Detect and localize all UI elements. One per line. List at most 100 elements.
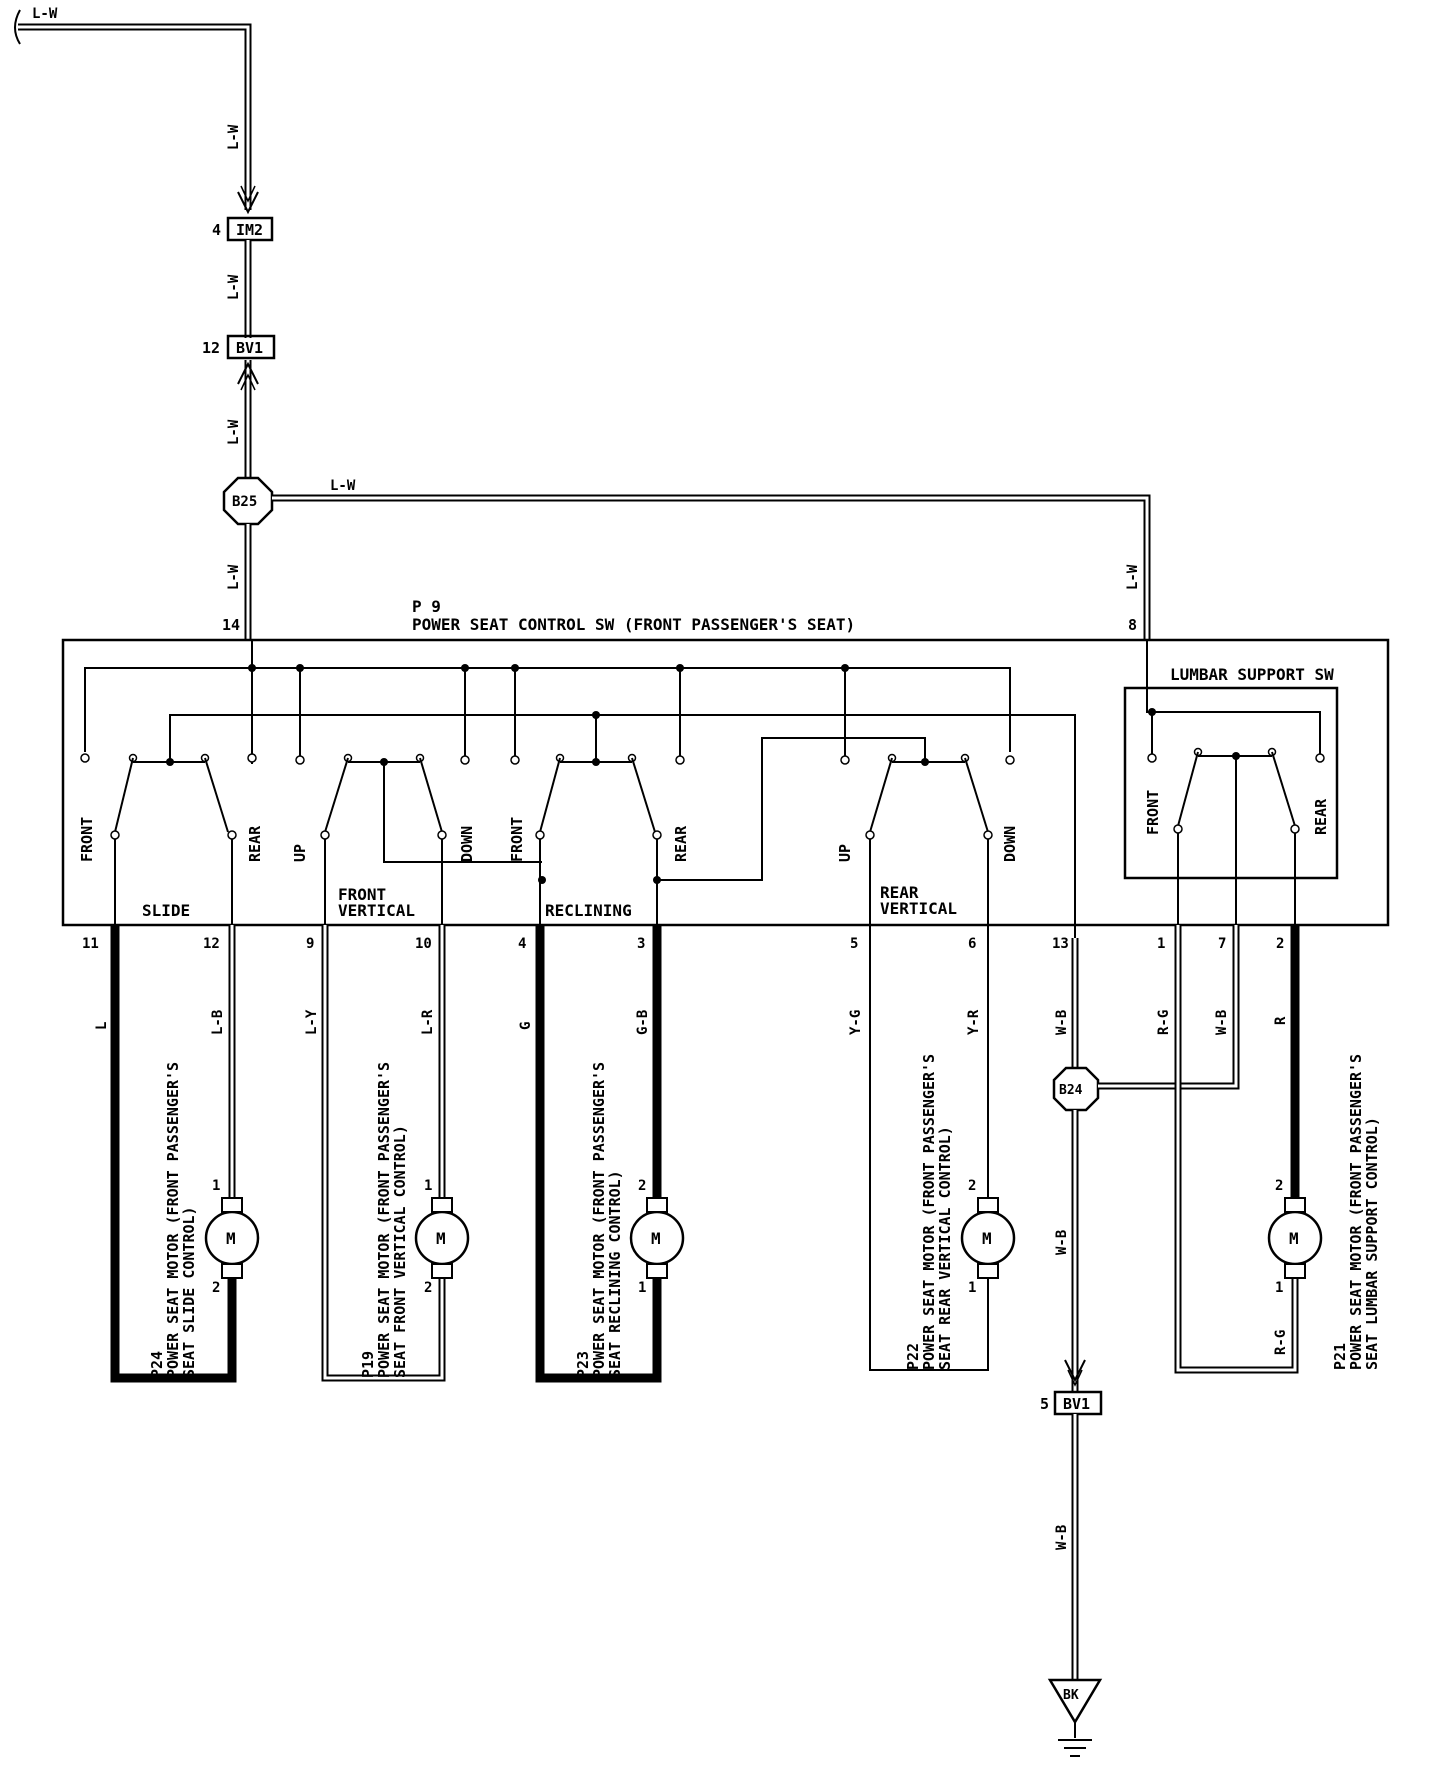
front-vertical-label-2: VERTICAL xyxy=(338,901,415,920)
motor-circuit-p21: M 2 1 R-G R R-G P21 POWER SEAT MOTOR (FR… xyxy=(1156,925,1381,1374)
wire-label-g: G xyxy=(518,1022,534,1030)
motor-p21-code: P21 xyxy=(1331,1343,1349,1370)
switch-pin-2: 2 xyxy=(1276,936,1284,952)
motor-p22-desc-2: SEAT REAR VERTICAL CONTROL) xyxy=(936,1126,954,1370)
connector-im2-pin: 4 xyxy=(212,221,221,239)
motor-p22-m: M xyxy=(982,1229,992,1248)
wire-label-ly: L-Y xyxy=(304,1009,320,1035)
wire-label-lw-4: L-W xyxy=(330,478,356,494)
motor-p19-desc-1: POWER SEAT MOTOR (FRONT PASSENGER'S xyxy=(375,1062,393,1378)
wire-label-wb-3: W-B xyxy=(1214,1010,1230,1035)
switch-pin-8: 8 xyxy=(1128,616,1137,634)
switch-pin-9: 9 xyxy=(306,936,314,952)
wire-label-wb-4: W-B xyxy=(1054,1525,1070,1550)
slide-rear-label: REAR xyxy=(246,825,264,862)
connector-bv1-top: BV1 12 xyxy=(202,334,276,360)
front-vertical-label-1: FRONT xyxy=(338,885,386,904)
ground-bk-label: BK xyxy=(1063,1688,1079,1703)
front-vertical-up-label: UP xyxy=(291,844,309,862)
motor-p19-m: M xyxy=(436,1229,446,1248)
switch-pin-7: 7 xyxy=(1218,936,1226,952)
switch-unit-p9: P 9 POWER SEAT CONTROL SW (FRONT PASSENG… xyxy=(61,597,1390,952)
motor-p19-code: P19 xyxy=(359,1351,377,1378)
motor-p21-m: M xyxy=(1289,1229,1299,1248)
motor-p22-pin-top: 2 xyxy=(968,1178,976,1194)
switch-pin-10: 10 xyxy=(415,936,432,952)
lumbar-front-label: FRONT xyxy=(1144,790,1162,835)
junction-b25: B25 xyxy=(222,476,274,526)
wire-label-lw-3: L-W xyxy=(226,419,242,445)
reclining-switch: FRONT REAR RECLINING xyxy=(508,737,926,925)
wire-label-lr: L-R xyxy=(420,1009,436,1035)
lumbar-switch: FRONT REAR xyxy=(1144,747,1330,925)
switch-unit-name: POWER SEAT CONTROL SW (FRONT PASSENGER'S… xyxy=(412,615,855,634)
connector-bv1-bottom-pin: 5 xyxy=(1040,1395,1049,1413)
motor-p23-desc-1: POWER SEAT MOTOR (FRONT PASSENGER'S xyxy=(590,1062,608,1378)
wire-label-yr: Y-R xyxy=(966,1009,982,1035)
wire-label-lw-6: L-W xyxy=(226,564,242,590)
ground-bk-symbol xyxy=(1047,1678,1103,1725)
junction-b24 xyxy=(1052,1066,1100,1112)
motor-circuit-p19: M 1 2 L-Y L-R P19 POWER SEAT MOTOR (FRON… xyxy=(304,925,470,1382)
motor-p24-code: P24 xyxy=(148,1351,166,1378)
motor-p19-pin-bot: 2 xyxy=(424,1280,432,1296)
motor-p23-code: P23 xyxy=(574,1351,592,1378)
wire-label-rg-1: R-G xyxy=(1156,1010,1172,1035)
reclining-section-label: RECLINING xyxy=(545,901,632,920)
feed-wire: L-W L-W xyxy=(14,6,259,215)
connector-bv1-bottom-label: BV1 xyxy=(1063,1395,1090,1413)
motor-p22-code: P22 xyxy=(904,1343,922,1370)
motor-p23-m: M xyxy=(651,1229,661,1248)
motor-p19-pin-top: 1 xyxy=(424,1178,432,1194)
ground-circuit: W-B B24 W-B W-B BV1 5 W-B BK xyxy=(1040,925,1240,1757)
slide-section-label: SLIDE xyxy=(142,901,190,920)
slide-switch: FRONT REAR SLIDE xyxy=(78,753,264,925)
lumbar-switch-box xyxy=(1123,686,1339,880)
switch-pin-13: 13 xyxy=(1052,936,1069,952)
front-vertical-switch: UP DOWN FRONT VERTICAL xyxy=(291,753,542,925)
motor-p23-desc-2: SEAT RECLINING CONTROL) xyxy=(606,1170,624,1378)
switch-pin-1: 1 xyxy=(1157,936,1165,952)
rear-vertical-label-2: VERTICAL xyxy=(880,899,957,918)
slide-front-label: FRONT xyxy=(78,817,96,862)
wire-label-rg-2: R-G xyxy=(1273,1330,1289,1355)
switch-pin-11: 11 xyxy=(82,936,99,952)
motor-p24-desc-2: SEAT SLIDE CONTROL) xyxy=(180,1206,198,1378)
wire-label-gb: G-B xyxy=(635,1010,651,1035)
connector-im2-label: IM2 xyxy=(236,221,263,239)
wire-label-lb: L-B xyxy=(210,1010,226,1035)
wire-label-wb-2: W-B xyxy=(1054,1230,1070,1255)
motor-p22-desc-1: POWER SEAT MOTOR (FRONT PASSENGER'S xyxy=(920,1054,938,1370)
rear-vertical-label-1: REAR xyxy=(880,883,919,902)
motor-p21-pin-top: 2 xyxy=(1275,1178,1283,1194)
wire-label-wb-1: W-B xyxy=(1054,1010,1070,1035)
switch-pin-4: 4 xyxy=(518,936,526,952)
connector-im2: IM2 4 xyxy=(212,216,274,242)
rear-vertical-switch: UP DOWN REAR VERTICAL xyxy=(836,753,1019,925)
motor-p21-desc-2: SEAT LUMBAR SUPPORT CONTROL) xyxy=(1363,1117,1381,1370)
junction-b25-label: B25 xyxy=(232,494,257,510)
switch-pin-12: 12 xyxy=(203,936,220,952)
motor-circuit-p24: M 1 2 L L-B P24 POWER SEAT MOTOR (FRONT … xyxy=(94,925,260,1383)
motor-p23-pin-bot: 1 xyxy=(638,1280,646,1296)
connector-bv1-top-pin: 12 xyxy=(202,339,220,357)
motor-circuit-p22: M 2 1 Y-G Y-R P22 POWER SEAT MOTOR (FRON… xyxy=(848,925,1016,1371)
front-vertical-down-label: DOWN xyxy=(458,826,476,862)
motor-p23-pin-top: 2 xyxy=(638,1178,646,1194)
motor-p19-desc-2: SEAT FRONT VERTICAL CONTROL) xyxy=(391,1125,409,1378)
switch-unit-code: P 9 xyxy=(412,597,441,616)
wire-label-l: L xyxy=(94,1022,110,1030)
motor-p24-pin-bot: 2 xyxy=(212,1280,220,1296)
connector-bv1-top-label: BV1 xyxy=(236,339,263,357)
lumbar-rear-label: REAR xyxy=(1312,798,1330,835)
motor-p21-desc-1: POWER SEAT MOTOR (FRONT PASSENGER'S xyxy=(1347,1054,1365,1370)
switch-pin-3: 3 xyxy=(637,936,645,952)
wire-label-lw-1: L-W xyxy=(226,124,242,150)
switch-unit-box xyxy=(61,638,1390,927)
motor-p24-pin-top: 1 xyxy=(212,1178,220,1194)
motor-p21-pin-bot: 1 xyxy=(1275,1280,1283,1296)
switch-pin-6: 6 xyxy=(968,936,976,952)
wire-label-yg: Y-G xyxy=(848,1010,864,1035)
wire-label-lw-top: L-W xyxy=(32,6,58,22)
